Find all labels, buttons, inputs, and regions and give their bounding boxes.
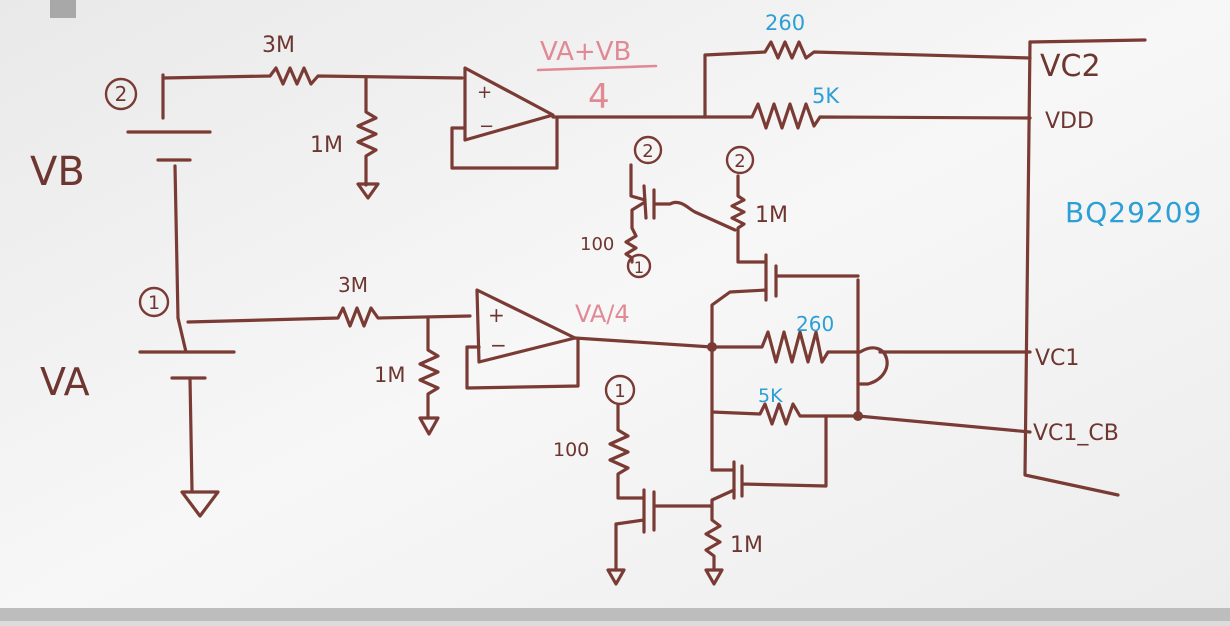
opamp-2-plus: + [488,303,505,327]
node-1-left-label: 1 [148,292,160,314]
r-va-gnd-label: 1M [374,363,405,387]
r-vb-gnd-label: 1M [310,133,343,158]
node-2-left: 2 [104,77,138,111]
vc1-network: 260 5K [707,278,1032,434]
node-1-nmos-label: 1 [614,381,625,402]
pin-vc1-cb: VC1_CB [1033,421,1119,446]
va-div-label: VA/4 [575,300,630,328]
vavb-denominator: 4 [588,77,610,117]
r-vc2-label: 260 [765,11,805,35]
chip-name: BQ29209 [1065,196,1202,229]
opamp-1: + − [450,66,707,170]
r-nmos-pull-label: 1M [730,533,763,558]
r-va-series-label: 3M [338,273,368,297]
r-vdd-label: 5K [812,84,840,108]
node-1-pmos-label: 1 [634,258,644,277]
r-pmos-pull-label: 1M [755,203,788,228]
r-vc1-label: 260 [796,312,834,336]
vavb-div-note: VA+VB 4 [536,37,658,117]
node-2-pull-label: 2 [734,151,745,172]
vb-divider: 3M 1M [161,33,464,200]
node-2-pmos-label: 2 [642,141,653,162]
pin-vdd: VDD [1045,109,1094,134]
pmos-upper: 2 1 100 2 1M [580,135,860,349]
opamp-2-minus: − [490,333,507,357]
node-1-left: 1 [138,286,170,318]
board-frame-bottom [0,608,1230,621]
nmos-lower: 1 100 1M [553,374,828,586]
r-vb-series-label: 3M [262,33,295,58]
pin-vc2: VC2 [1040,49,1101,84]
node-2-left-label: 2 [115,82,128,106]
opamp-1-plus: + [477,82,492,103]
vavb-label: VA+VB [540,37,631,67]
vc2-vdd-resistors: 260 5K [703,11,1032,130]
opamp-2: + − VA/4 [465,288,714,390]
r-vc1cb-label: 5K [758,385,783,407]
va-divider: 3M 1M [186,273,472,436]
magnet-clip [50,0,76,18]
pin-vc1: VC1 [1035,346,1079,371]
bq29209-chip: VC2 VDD VC1 VC1_CB BQ29209 [1023,38,1202,497]
cell-stack [126,73,236,518]
r-nmos-gate-label: 100 [553,439,589,461]
va-label: VA [40,360,90,404]
r-pmos-gate-label: 100 [580,234,614,255]
opamp-1-minus: − [479,116,494,137]
vb-label: VB [30,149,85,195]
